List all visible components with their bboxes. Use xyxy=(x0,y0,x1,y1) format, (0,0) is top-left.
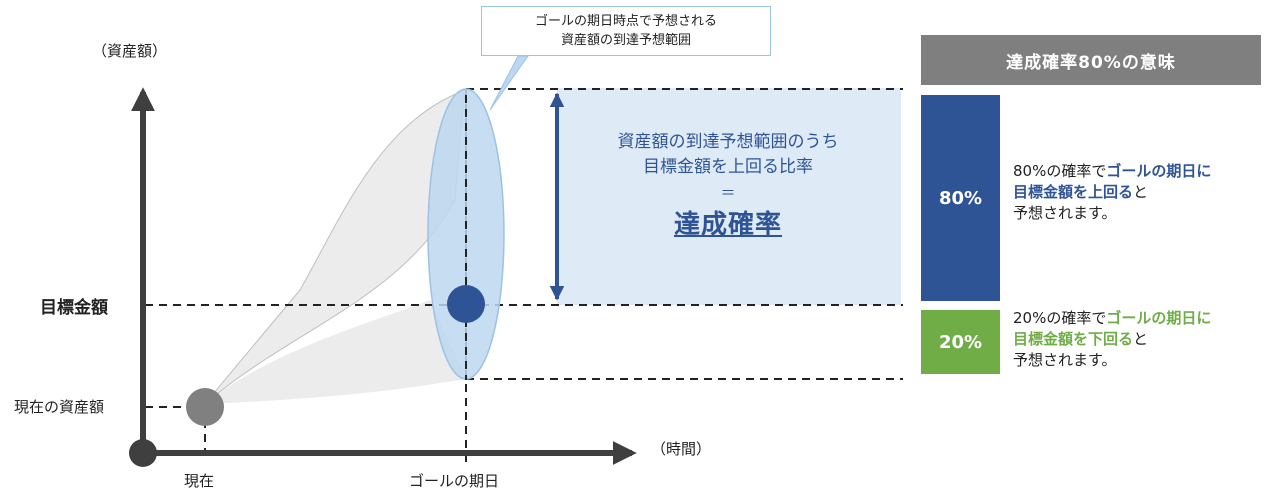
below-text-post2: 予想されます。 xyxy=(1013,351,1117,369)
callout-pointer xyxy=(489,55,529,111)
above-text-post1: と xyxy=(1133,183,1149,201)
above-text-hl2: 目標金額を上回る xyxy=(1013,183,1134,201)
above-pct-label: 80% xyxy=(938,187,983,209)
range-explanation: 資産額の到達予想範囲のうち 目標金額を上回る比率 ＝ 達成確率 xyxy=(563,130,893,241)
below-text-hl1: ゴールの期日に xyxy=(1106,309,1212,327)
y-axis-label: （資産額） xyxy=(92,42,168,60)
below-text-pre: 20%の確率で xyxy=(1013,309,1107,327)
growth-cone-lower xyxy=(205,300,466,404)
below-text-hl2: 目標金額を下回る xyxy=(1013,330,1134,348)
above-text-hl1: ゴールの期日に xyxy=(1106,162,1212,180)
current-asset-dot xyxy=(186,388,224,426)
legend-header: 達成確率80%の意味 xyxy=(921,35,1261,85)
above-pct-box: 80% xyxy=(921,95,1000,301)
above-text-pre: 80%の確率で xyxy=(1013,162,1107,180)
target-dot xyxy=(447,285,485,323)
x-axis-label: （時間） xyxy=(651,440,712,458)
current-asset-label: 現在の資産額 xyxy=(14,398,105,416)
range-text-equals: ＝ xyxy=(720,184,736,202)
callout-line-2: 資産額の到達予想範囲 xyxy=(560,33,691,48)
now-label: 現在 xyxy=(184,472,215,490)
above-description: 80%の確率でゴールの期日に 目標金額を上回ると 予想されます。 xyxy=(1013,161,1275,224)
origin-dot xyxy=(129,439,157,467)
above-target-band xyxy=(557,88,901,305)
target-amount-label: 目標金額 xyxy=(40,298,108,318)
below-description: 20%の確率でゴールの期日に 目標金額を下回ると 予想されます。 xyxy=(1013,308,1275,371)
range-text-line-1: 資産額の到達予想範囲のうち xyxy=(617,132,839,152)
callout-line-1: ゴールの期日時点で予想される xyxy=(534,14,717,29)
range-text-line-2: 目標金額を上回る比率 xyxy=(643,157,813,177)
achievement-probability-title: 達成確率 xyxy=(673,210,782,240)
range-callout: ゴールの期日時点で予想される 資産額の到達予想範囲 xyxy=(481,6,771,56)
above-text-post2: 予想されます。 xyxy=(1013,204,1117,222)
below-pct-box: 20% xyxy=(921,310,1000,374)
goal-date-label: ゴールの期日 xyxy=(409,472,500,490)
below-pct-label: 20% xyxy=(938,331,983,353)
below-text-post1: と xyxy=(1133,330,1149,348)
